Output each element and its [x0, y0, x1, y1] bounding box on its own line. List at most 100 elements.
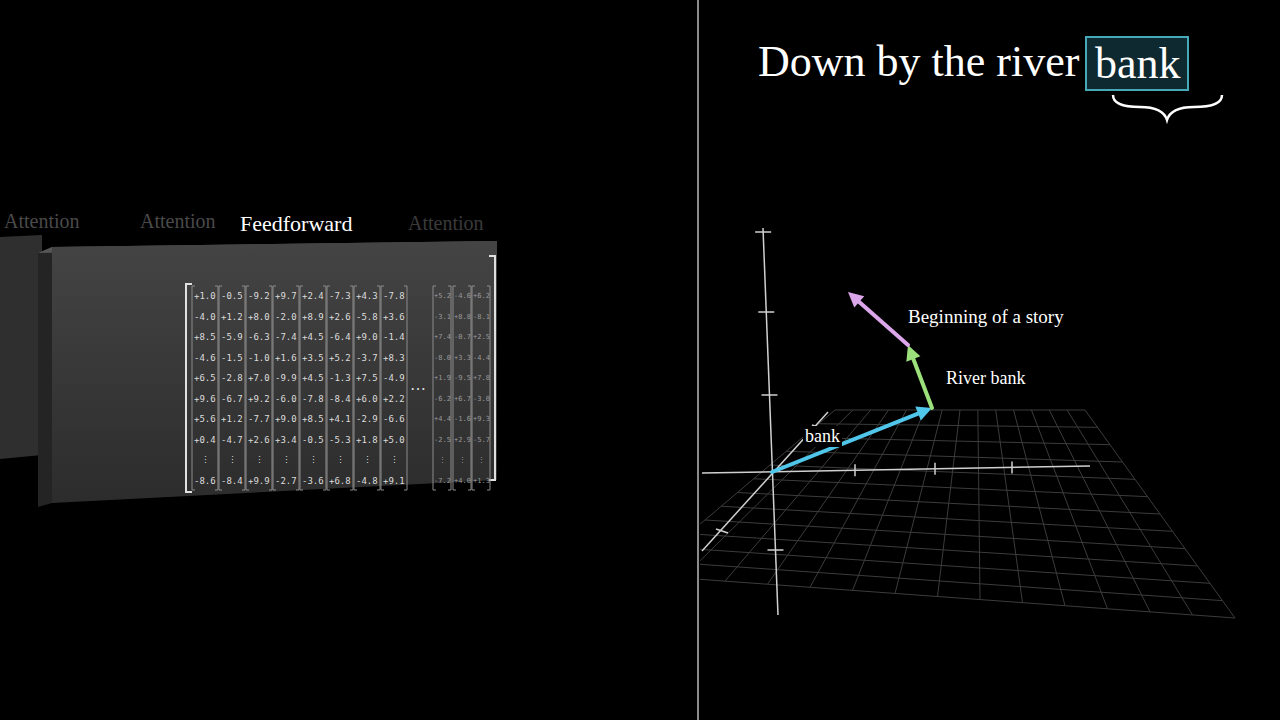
- vector-shaft: [913, 359, 932, 408]
- matrix-cell: ⋮: [478, 456, 485, 464]
- curly-brace: [1113, 95, 1222, 120]
- matrix-cell: -7.3: [329, 291, 351, 301]
- matrix-cell: +3.5: [302, 353, 324, 363]
- matrix-cell: +6.7: [454, 395, 471, 403]
- block-front: [52, 241, 497, 503]
- matrix-cell: -4.0: [194, 312, 216, 322]
- matrix-cell: +3.4: [275, 435, 297, 445]
- matrix-cell: -7.7: [248, 414, 270, 424]
- axis-tick: [761, 394, 777, 396]
- matrix-cell: -5.3: [329, 435, 351, 445]
- matrix-cell: +4.1: [329, 414, 351, 424]
- divider-line: [697, 0, 699, 720]
- matrix-cell: -1.5: [221, 353, 243, 363]
- matrix-cell: -6.6: [383, 414, 405, 424]
- matrix-cell: -2.8: [221, 373, 243, 383]
- matrix-cell: -7.2: [434, 477, 451, 485]
- matrix-cell: -1.0: [248, 353, 270, 363]
- matrix-cell: +2.6: [248, 435, 270, 445]
- grid-line: [700, 561, 1223, 600]
- matrix-cell: +4.4: [434, 415, 451, 423]
- matrix-cell: -5.7: [473, 436, 490, 444]
- matrix-cell: -1.3: [329, 373, 351, 383]
- matrix-cell: +6.0: [356, 394, 378, 404]
- matrix-cell: -8.4: [329, 394, 351, 404]
- matrix-cell: +8.0: [248, 312, 270, 322]
- matrix-cell: +7.5: [356, 373, 378, 383]
- matrix-cell: -3.1: [434, 313, 451, 321]
- block-side: [38, 247, 52, 507]
- matrix-cell: +5.6: [194, 414, 216, 424]
- matrix-bracket: [186, 284, 192, 492]
- matrix-cell: +2.4: [302, 291, 324, 301]
- matrix-cell: ⋮: [201, 455, 210, 465]
- vector-shaft: [772, 414, 918, 472]
- matrix-cell: -4.9: [383, 373, 405, 383]
- axis-tick: [767, 549, 783, 551]
- vector-label: Beginning of a story: [906, 306, 1066, 328]
- matrix-cell: +4.0: [454, 477, 471, 485]
- matrix-cell: +9.2: [248, 394, 270, 404]
- matrix-cell: -9.9: [275, 373, 297, 383]
- matrix-cell: ⋮: [228, 455, 237, 465]
- matrix-cell: -6.0: [275, 394, 297, 404]
- back-block: [0, 235, 42, 459]
- grid-line: [895, 410, 942, 593]
- matrix-cell: +1.2: [221, 312, 243, 322]
- block-heading: Feedforward: [240, 211, 352, 237]
- axis-tick: [758, 311, 774, 313]
- matrix-cell: +7.8: [473, 374, 490, 382]
- matrix-cell: +2.6: [329, 312, 351, 322]
- matrix-cell: +8.5: [194, 332, 216, 342]
- matrix-cell: -7.8: [302, 394, 324, 404]
- y-axis: [763, 228, 778, 615]
- matrix-cell: +1.0: [194, 291, 216, 301]
- matrix-cell: -4.7: [221, 435, 243, 445]
- matrix-cell: -0.5: [221, 291, 243, 301]
- matrix-cell: -2.0: [275, 312, 297, 322]
- matrix-cell: -5.9: [221, 332, 243, 342]
- matrix-cell: ⋮: [309, 455, 318, 465]
- matrix-cell: ⋮: [439, 456, 446, 464]
- vector-head: [848, 292, 864, 308]
- matrix-cell: +7.0: [248, 373, 270, 383]
- matrix-cell: -2.7: [275, 476, 297, 486]
- matrix-cell: +3.3: [454, 354, 471, 362]
- matrix-cell: +8.8: [454, 313, 471, 321]
- matrix-cell: -1.6: [454, 415, 471, 423]
- matrix-cell: +9.0: [275, 414, 297, 424]
- matrix-cell: +9.6: [194, 394, 216, 404]
- matrix-cell: +1.8: [356, 435, 378, 445]
- axis-tick: [755, 231, 771, 233]
- vector-head: [906, 345, 920, 362]
- layer-label: Attention: [4, 210, 80, 233]
- matrix-cell: -2.5: [434, 436, 451, 444]
- matrix-cell: +5.2: [329, 353, 351, 363]
- matrix-cell: +0.4: [194, 435, 216, 445]
- matrix-cell: -3.6: [302, 476, 324, 486]
- matrix-cell: -0.5: [302, 435, 324, 445]
- grid-line: [700, 575, 1235, 618]
- matrix-cell: +5.0: [383, 435, 405, 445]
- matrix-cell: -6.4: [329, 332, 351, 342]
- matrix-cell: +4.5: [302, 332, 324, 342]
- matrix-cell: -6.3: [248, 332, 270, 342]
- matrix-cell: +9.0: [356, 332, 378, 342]
- matrix-cell: +4.5: [302, 373, 324, 383]
- matrix-cell: -9.2: [248, 291, 270, 301]
- vector-shaft: [859, 302, 908, 345]
- matrix-cell: +7.4: [434, 333, 451, 341]
- matrix-cell: +9.3: [473, 415, 490, 423]
- matrix-cell: -8.1: [473, 313, 490, 321]
- matrix-cell: +8.3: [383, 353, 405, 363]
- matrix-cell: -8.4: [221, 476, 243, 486]
- matrix-cell: -1.4: [383, 332, 405, 342]
- axis-tick: [934, 463, 936, 475]
- matrix-cell: +1.6: [275, 353, 297, 363]
- matrix-cell: ⋮: [390, 455, 399, 465]
- axes: [702, 228, 1090, 615]
- axis-tick: [716, 529, 728, 533]
- matrix-cell: +1.2: [221, 414, 243, 424]
- vector-label: bank: [803, 426, 842, 447]
- axis-tick: [854, 464, 856, 476]
